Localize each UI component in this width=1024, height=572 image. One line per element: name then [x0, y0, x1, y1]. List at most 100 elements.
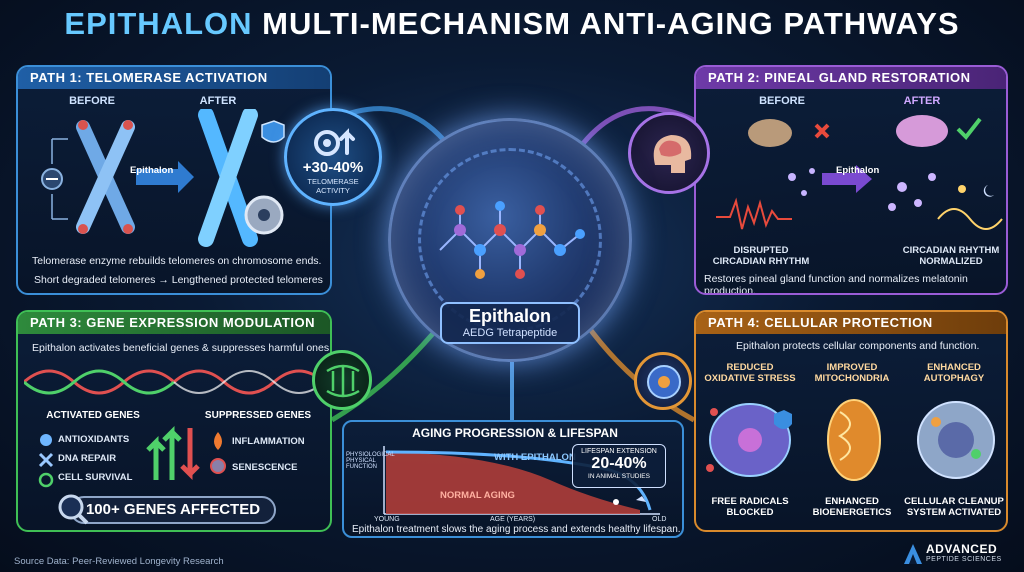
suppressed-gene-2: SENESCENCE	[232, 462, 298, 473]
lifespan-caption: Epithalon treatment slows the aging proc…	[352, 524, 681, 535]
logo-line-2: PEPTIDE SCIENCES	[926, 556, 1002, 563]
check-icon	[956, 117, 982, 141]
brain-icon	[653, 135, 692, 173]
path2-left-label: DISRUPTED	[733, 245, 789, 256]
chromosome-illustration	[41, 109, 285, 247]
path2-arrow-label: Epithalon	[836, 165, 880, 176]
gene-badge	[312, 350, 372, 410]
activated-gene-2: DNA REPAIR	[58, 453, 117, 464]
cell-icon	[647, 365, 681, 399]
gear-up-arrow-icon	[314, 128, 355, 156]
path2-panel: PATH 2: PINEAL GLAND RESTORATION BEFORE …	[694, 65, 1008, 295]
col3-bottom: CELLULAR CLEANUP	[904, 496, 1004, 507]
path2-after-label: AFTER	[903, 95, 941, 107]
x-mid: AGE (YEARS)	[490, 516, 536, 523]
disrupted-wave-icon	[716, 197, 792, 230]
telomerase-stat-label: TELOMERASE	[307, 177, 359, 186]
logo-icon	[904, 544, 922, 564]
path2-caption: Restores pineal gland function and norma…	[704, 273, 968, 295]
genes-affected-text: 100+ GENES AFFECTED	[85, 501, 261, 518]
normal-wave-icon	[937, 208, 1003, 230]
suppressed-genes-title: SUPPRESSED GENES	[204, 410, 312, 421]
mouse-icon	[613, 499, 619, 505]
page-title: EPITHALON MULTI-MECHANISM ANTI-AGING PAT…	[64, 6, 960, 41]
path1-caption-1: Telomerase enzyme rebuilds telomeres on …	[32, 255, 322, 267]
sun-icon	[958, 185, 966, 193]
path3-intro: Epithalon activates beneficial genes & s…	[32, 342, 330, 354]
path1-panel: PATH 1: TELOMERASE ACTIVATION BEFORE AFT…	[16, 65, 332, 295]
lifespan-panel: AGING PROGRESSION & LIFESPAN PHYSIOLOGIC…	[342, 420, 684, 538]
path4-header: PATH 4: CELLULAR PROTECTION	[696, 312, 1006, 334]
cell-protection-illustration	[706, 399, 995, 481]
pineal-gland-before-icon	[748, 119, 792, 147]
path4-intro: Epithalon protects cellular components a…	[736, 340, 980, 352]
senescence-icon	[210, 458, 226, 474]
up-arrows-icon	[146, 425, 182, 480]
ext-title: LIFESPAN EXTENSION	[581, 448, 657, 455]
path1-header: PATH 1: TELOMERASE ACTIVATION	[18, 67, 330, 89]
long-chromosome-icon	[198, 109, 258, 247]
activated-genes-title: ACTIVATED GENES	[46, 410, 140, 421]
path1-before-label: BEFORE	[69, 95, 115, 107]
mitochondria-icon	[827, 399, 881, 481]
x-old: OLD	[652, 516, 667, 523]
shield-icon	[261, 120, 285, 143]
path2-header: PATH 2: PINEAL GLAND RESTORATION	[696, 67, 1006, 89]
path2-right-label: CIRCADIAN RHYTHM	[902, 245, 1000, 256]
x-young: YOUNG	[374, 516, 400, 523]
shield-icon	[774, 410, 792, 429]
path1-after-label: AFTER	[199, 95, 237, 107]
path3-header: PATH 3: GENE EXPRESSION MODULATION	[18, 312, 330, 334]
moon-icon	[983, 185, 994, 197]
col3-top: ENHANCED	[927, 362, 981, 373]
pineal-illustration	[716, 115, 1003, 230]
genes-affected-pill: 100+ GENES AFFECTED	[70, 496, 276, 524]
epithalon-subtitle: AEDG Tetrapeptide	[462, 327, 558, 339]
pineal-gland-after-icon	[896, 115, 948, 147]
lifespan-extension-box: LIFESPAN EXTENSION 20-40% IN ANIMAL STUD…	[572, 444, 666, 488]
path2-before-label: BEFORE	[759, 95, 805, 107]
logo-line-1: ADVANCED	[926, 542, 998, 556]
dna-icon	[326, 364, 360, 398]
company-logo: ADVANCED PEPTIDE SCIENCES	[902, 540, 1014, 568]
molecule-icon	[439, 201, 585, 279]
suppressed-icons	[210, 432, 226, 474]
activated-gene-3: CELL SURVIVAL	[58, 472, 133, 483]
with-epithalon-label: WITH EPITHALON	[494, 452, 576, 463]
magnifier-icon	[58, 494, 89, 525]
epithalon-label: Epithalon AEDG Tetrapeptide	[440, 302, 580, 344]
cell-badge	[634, 352, 692, 410]
path1-caption-2: Short degraded telomeres → Lengthened pr…	[34, 274, 323, 286]
path4-panel: PATH 4: CELLULAR PROTECTION Epithalon pr…	[694, 310, 1008, 532]
arrow-icon	[822, 165, 872, 193]
free-radical-icon	[710, 408, 718, 416]
normal-aging-area	[386, 452, 640, 514]
activated-gene-1: ANTIOXIDANTS	[58, 434, 130, 445]
cell-survival-icon	[38, 472, 54, 488]
normal-aging-label: NORMAL AGING	[440, 490, 515, 501]
lifespan-ylabel: PHYSIOLOGICAL	[346, 452, 395, 458]
ext-sub: IN ANIMAL STUDIES	[588, 473, 650, 480]
suppressed-gene-1: INFLAMMATION	[232, 436, 305, 447]
short-chromosome-icon	[76, 120, 135, 234]
lifespan-header: AGING PROGRESSION & LIFESPAN	[412, 426, 618, 440]
path1-arrow-label: Epithalon	[130, 165, 174, 176]
dna-helix-icon	[24, 369, 324, 395]
arrow-icon	[136, 161, 194, 193]
col2-bottom: ENHANCED	[825, 496, 879, 507]
fly-icon	[636, 496, 646, 502]
telomerase-stat-value: +30-40%	[302, 159, 364, 176]
down-arrow-icon	[180, 428, 200, 481]
x-icon	[814, 123, 830, 139]
col1-top: REDUCED	[726, 362, 774, 373]
dna-repair-icon	[38, 452, 54, 468]
ext-value: 20-40%	[591, 455, 647, 472]
source-footer: Source Data: Peer-Reviewed Longevity Res…	[14, 556, 224, 567]
flame-icon	[214, 432, 222, 450]
gene-icons	[38, 434, 54, 488]
col2-top: IMPROVED	[826, 362, 878, 373]
epithalon-name: Epithalon	[469, 306, 551, 326]
brain-head-badge	[628, 112, 710, 194]
antioxidant-icon	[40, 434, 52, 446]
